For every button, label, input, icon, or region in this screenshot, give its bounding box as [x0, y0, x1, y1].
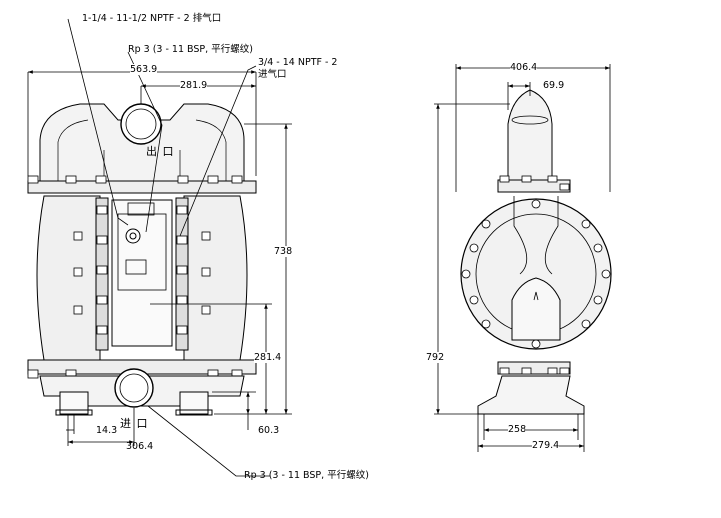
dim-foot-width: 14.3 [96, 425, 118, 436]
air-inlet-callout-line2: 进气口 [258, 69, 287, 80]
side-dimension-lines [434, 64, 611, 452]
side-diaphragm-chamber [460, 198, 612, 350]
inlet-port [114, 368, 154, 408]
front-right-foot [179, 391, 209, 415]
outlet-manifold [39, 103, 245, 191]
dim-side-height: 792 [426, 352, 445, 363]
left-air-chamber [36, 195, 101, 361]
dim-overall-height: 738 [274, 246, 293, 257]
side-top-outlet [507, 89, 553, 181]
dim-side-foot-spacing: 258 [508, 424, 527, 435]
dim-side-port-offset: 69.9 [543, 80, 565, 91]
air-inlet-callout-line1: 3/4 - 14 NPTF - 2 [258, 57, 338, 68]
dim-side-base-depth: 279.4 [532, 440, 560, 451]
outlet-label: 出 口 [146, 145, 175, 158]
front-dimension-lines [27, 18, 292, 477]
dim-inlet-height: 281.4 [254, 352, 282, 363]
side-inner-passage [511, 277, 561, 341]
dim-side-depth: 406.4 [510, 62, 538, 73]
air-inlet-port [125, 228, 141, 244]
front-left-foot [59, 391, 89, 415]
dim-outlet-offset: 281.9 [180, 80, 208, 91]
center-body [111, 199, 173, 347]
outlet-thread-callout: Rp 3 (3 - 11 BSP, 平行螺纹) [128, 44, 253, 55]
upper-flange [27, 180, 257, 194]
dim-inlet-port-offset: 306.4 [126, 441, 154, 452]
inlet-thread-callout: Rp 3 (3 - 11 BSP, 平行螺纹) [244, 470, 369, 481]
right-air-chamber [183, 195, 248, 361]
exhaust-callout: 1-1/4 - 11-1/2 NPTF - 2 排气口 [82, 13, 222, 24]
inlet-label: 进 口 [120, 417, 149, 430]
dim-base-height: 60.3 [258, 425, 280, 436]
side-base [477, 375, 585, 415]
dim-overall-width: 563.9 [130, 64, 158, 75]
front-view [27, 103, 257, 416]
side-view [460, 89, 612, 415]
